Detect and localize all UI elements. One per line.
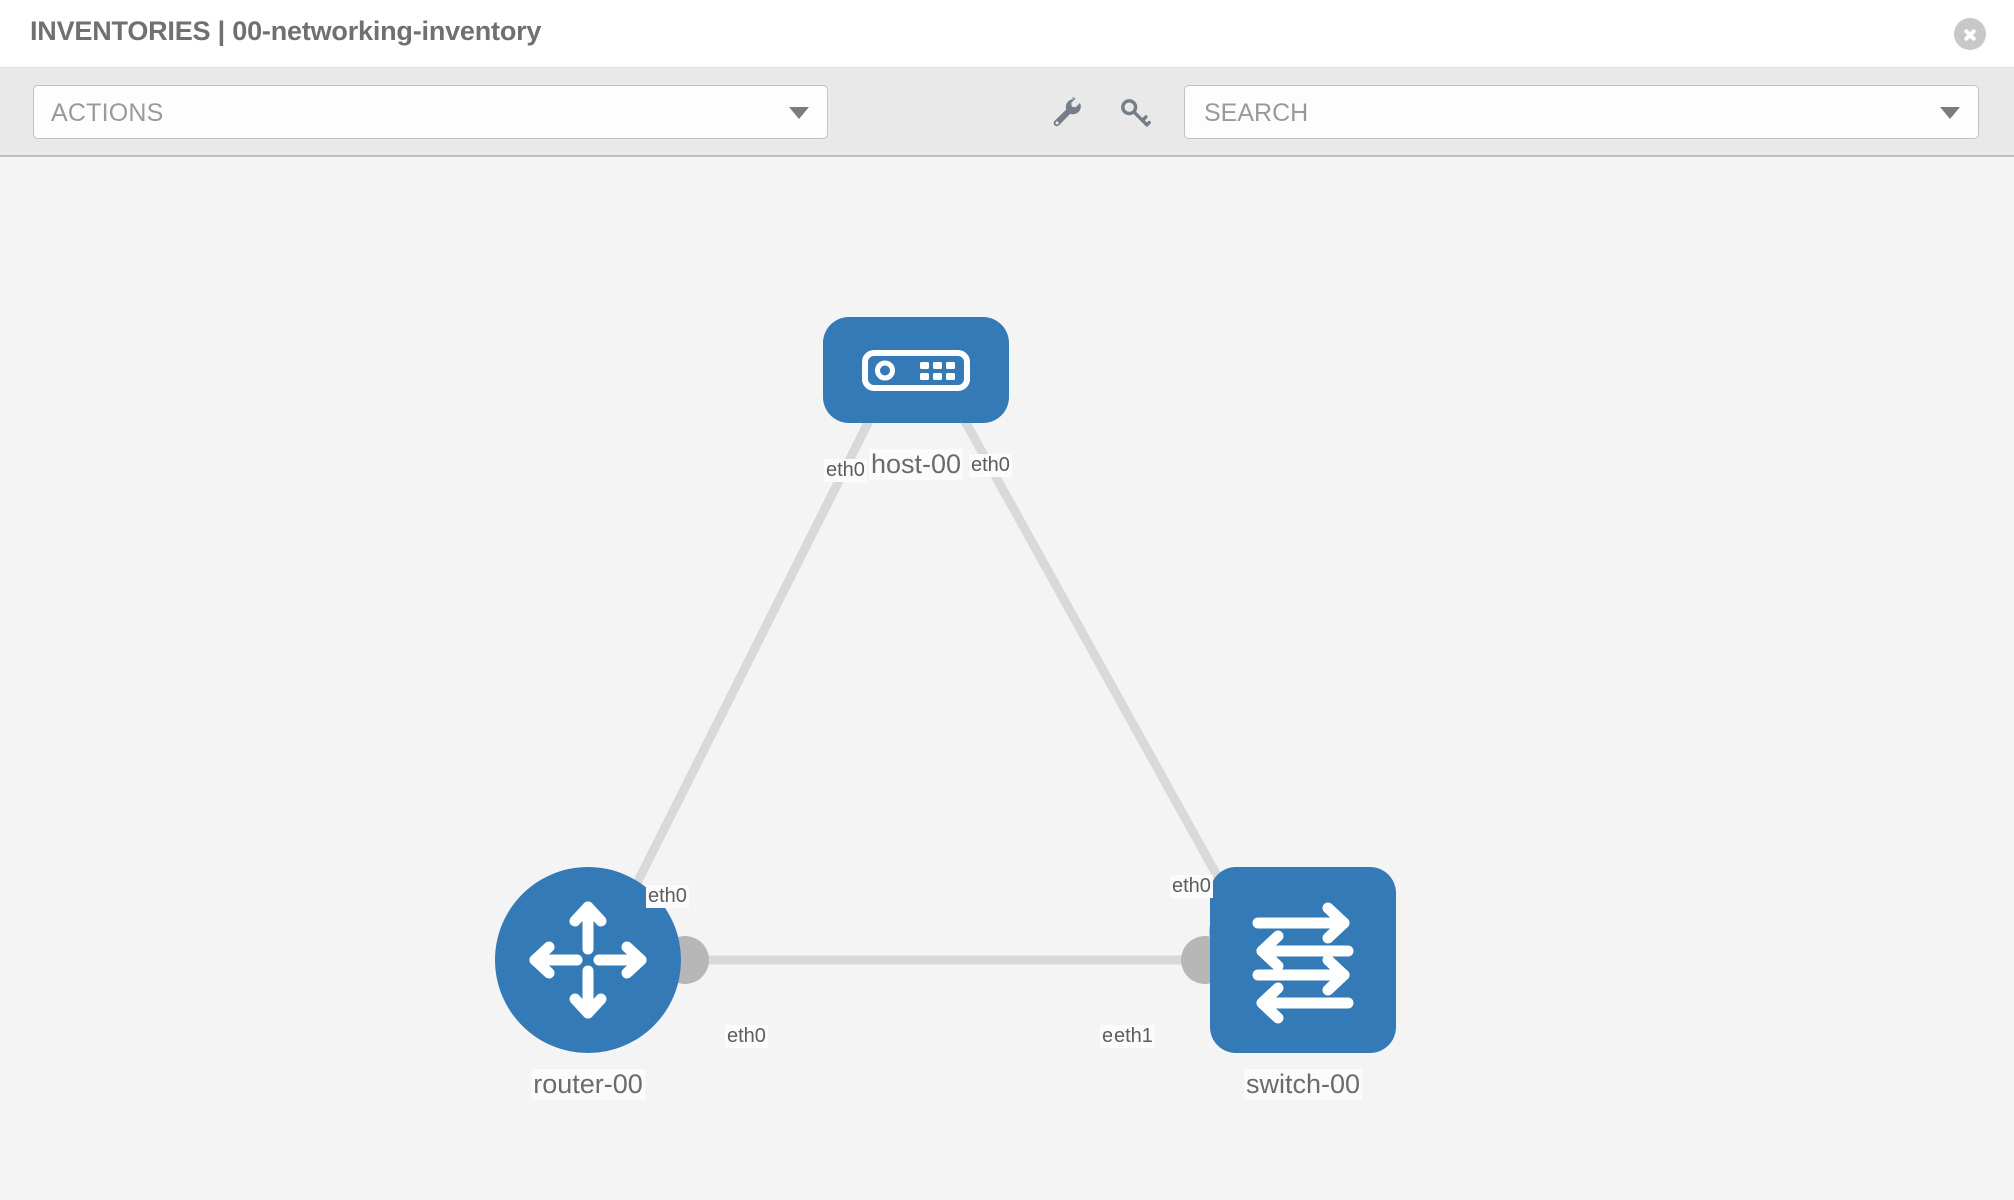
server-icon	[862, 350, 970, 391]
topology-canvas[interactable]: host-00 router-00 switch-00 eth0 eth0	[0, 157, 2014, 1200]
node-label-host-00: host-00	[868, 449, 964, 480]
port-label-router-uplink: eth0	[646, 885, 689, 908]
close-button[interactable]	[1954, 18, 1986, 50]
topology-graph	[615, 336, 1261, 984]
toolbar: ACTIONS	[0, 68, 2014, 157]
chevron-down-icon	[789, 107, 809, 119]
node-label-switch-00: switch-00	[1243, 1069, 1363, 1100]
search-chevron-down-icon[interactable]	[1940, 107, 1960, 119]
actions-dropdown-label: ACTIONS	[51, 99, 164, 127]
search-box[interactable]	[1184, 85, 1979, 140]
wrench-icon[interactable]	[1050, 96, 1084, 130]
switch-icon	[1252, 902, 1354, 1024]
page-header: INVENTORIES | 00-networking-inventory	[0, 0, 2014, 68]
router-icon	[529, 901, 647, 1019]
host-node-shape	[823, 317, 1009, 423]
port-label-switch-uplink: eth0	[1170, 875, 1213, 898]
page-title: INVENTORIES | 00-networking-inventory	[30, 16, 542, 46]
node-label-router-00: router-00	[531, 1069, 645, 1100]
port-label-switch-eth1: eth1	[1112, 1025, 1155, 1048]
topology-node-switch-00[interactable]	[1210, 867, 1396, 1053]
port-label-host-right: eth0	[969, 454, 1012, 477]
topology-node-host-00[interactable]	[823, 317, 1009, 423]
actions-dropdown[interactable]: ACTIONS	[33, 85, 828, 139]
close-icon	[1954, 18, 1986, 50]
port-label-host-left: eth0	[824, 459, 867, 482]
port-label-router-eth0: eth0	[725, 1025, 768, 1048]
search-input[interactable]	[1202, 86, 1926, 140]
switch-node-shape	[1210, 867, 1396, 1053]
key-icon[interactable]	[1118, 96, 1152, 130]
